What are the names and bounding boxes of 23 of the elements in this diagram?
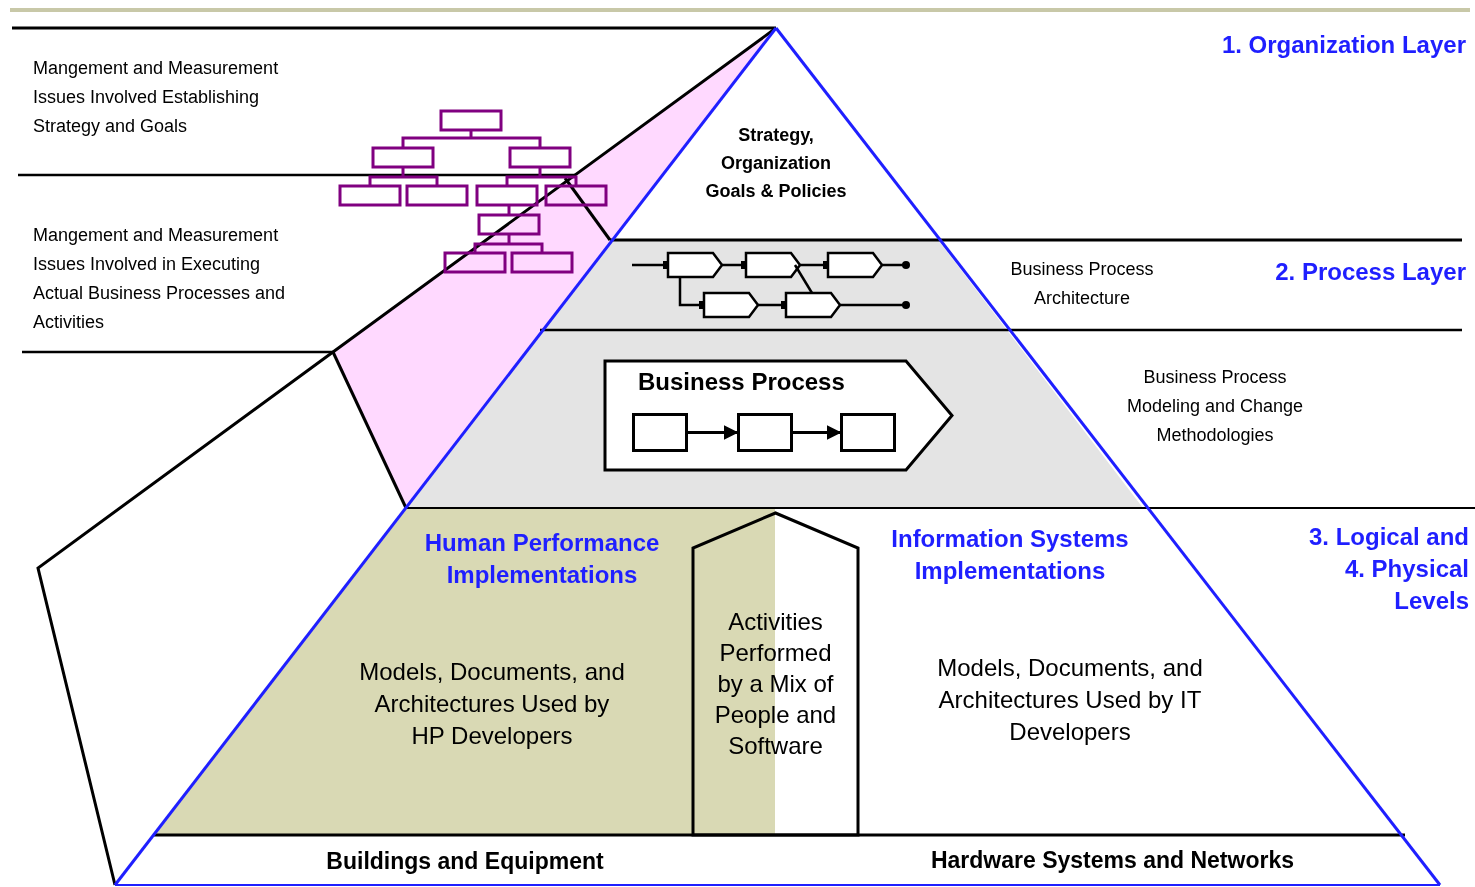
base-label: Buildings and Equipment [325,847,605,876]
note-text: Business Process Modeling and Change Methodologies [1125,366,1305,447]
note-text: Business Process Architecture [1009,258,1155,310]
layer-text: Strategy, Organization Goals & Policies [704,124,848,203]
step-box [632,413,688,452]
note-text: Mangement and Measurement Issues Involved Establishing Strategy and Goals [33,57,280,138]
step-box [737,413,793,452]
process-arrow-box [604,360,954,471]
description-text: Models, Documents, and Architectures Used by IT Developers [936,653,1204,747]
base-label: Hardware Systems and Networks [929,846,1295,875]
column-text: Activities Performed by a Mix of People and Software [713,607,838,761]
layer-heading: Information Systems Implementations [890,524,1130,586]
layer-heading: 1. Organization Layer [1220,30,1466,60]
process-title: Business Process [638,368,845,396]
arrow [793,425,842,440]
step-box [840,413,896,452]
layer-heading: 2. Process Layer [1274,257,1466,287]
layer-heading: 3. Logical and 4. Physical Levels [1307,522,1469,616]
arrow [688,425,739,440]
layer-heading: Human Performance Implementations [423,528,661,590]
note-text: Mangement and Measurement Issues Involved in Executing Actual Business Processes and Activities [33,224,287,334]
description-text: Models, Documents, and Architectures Used by HP Developers [358,657,626,751]
activities-column [692,512,859,835]
